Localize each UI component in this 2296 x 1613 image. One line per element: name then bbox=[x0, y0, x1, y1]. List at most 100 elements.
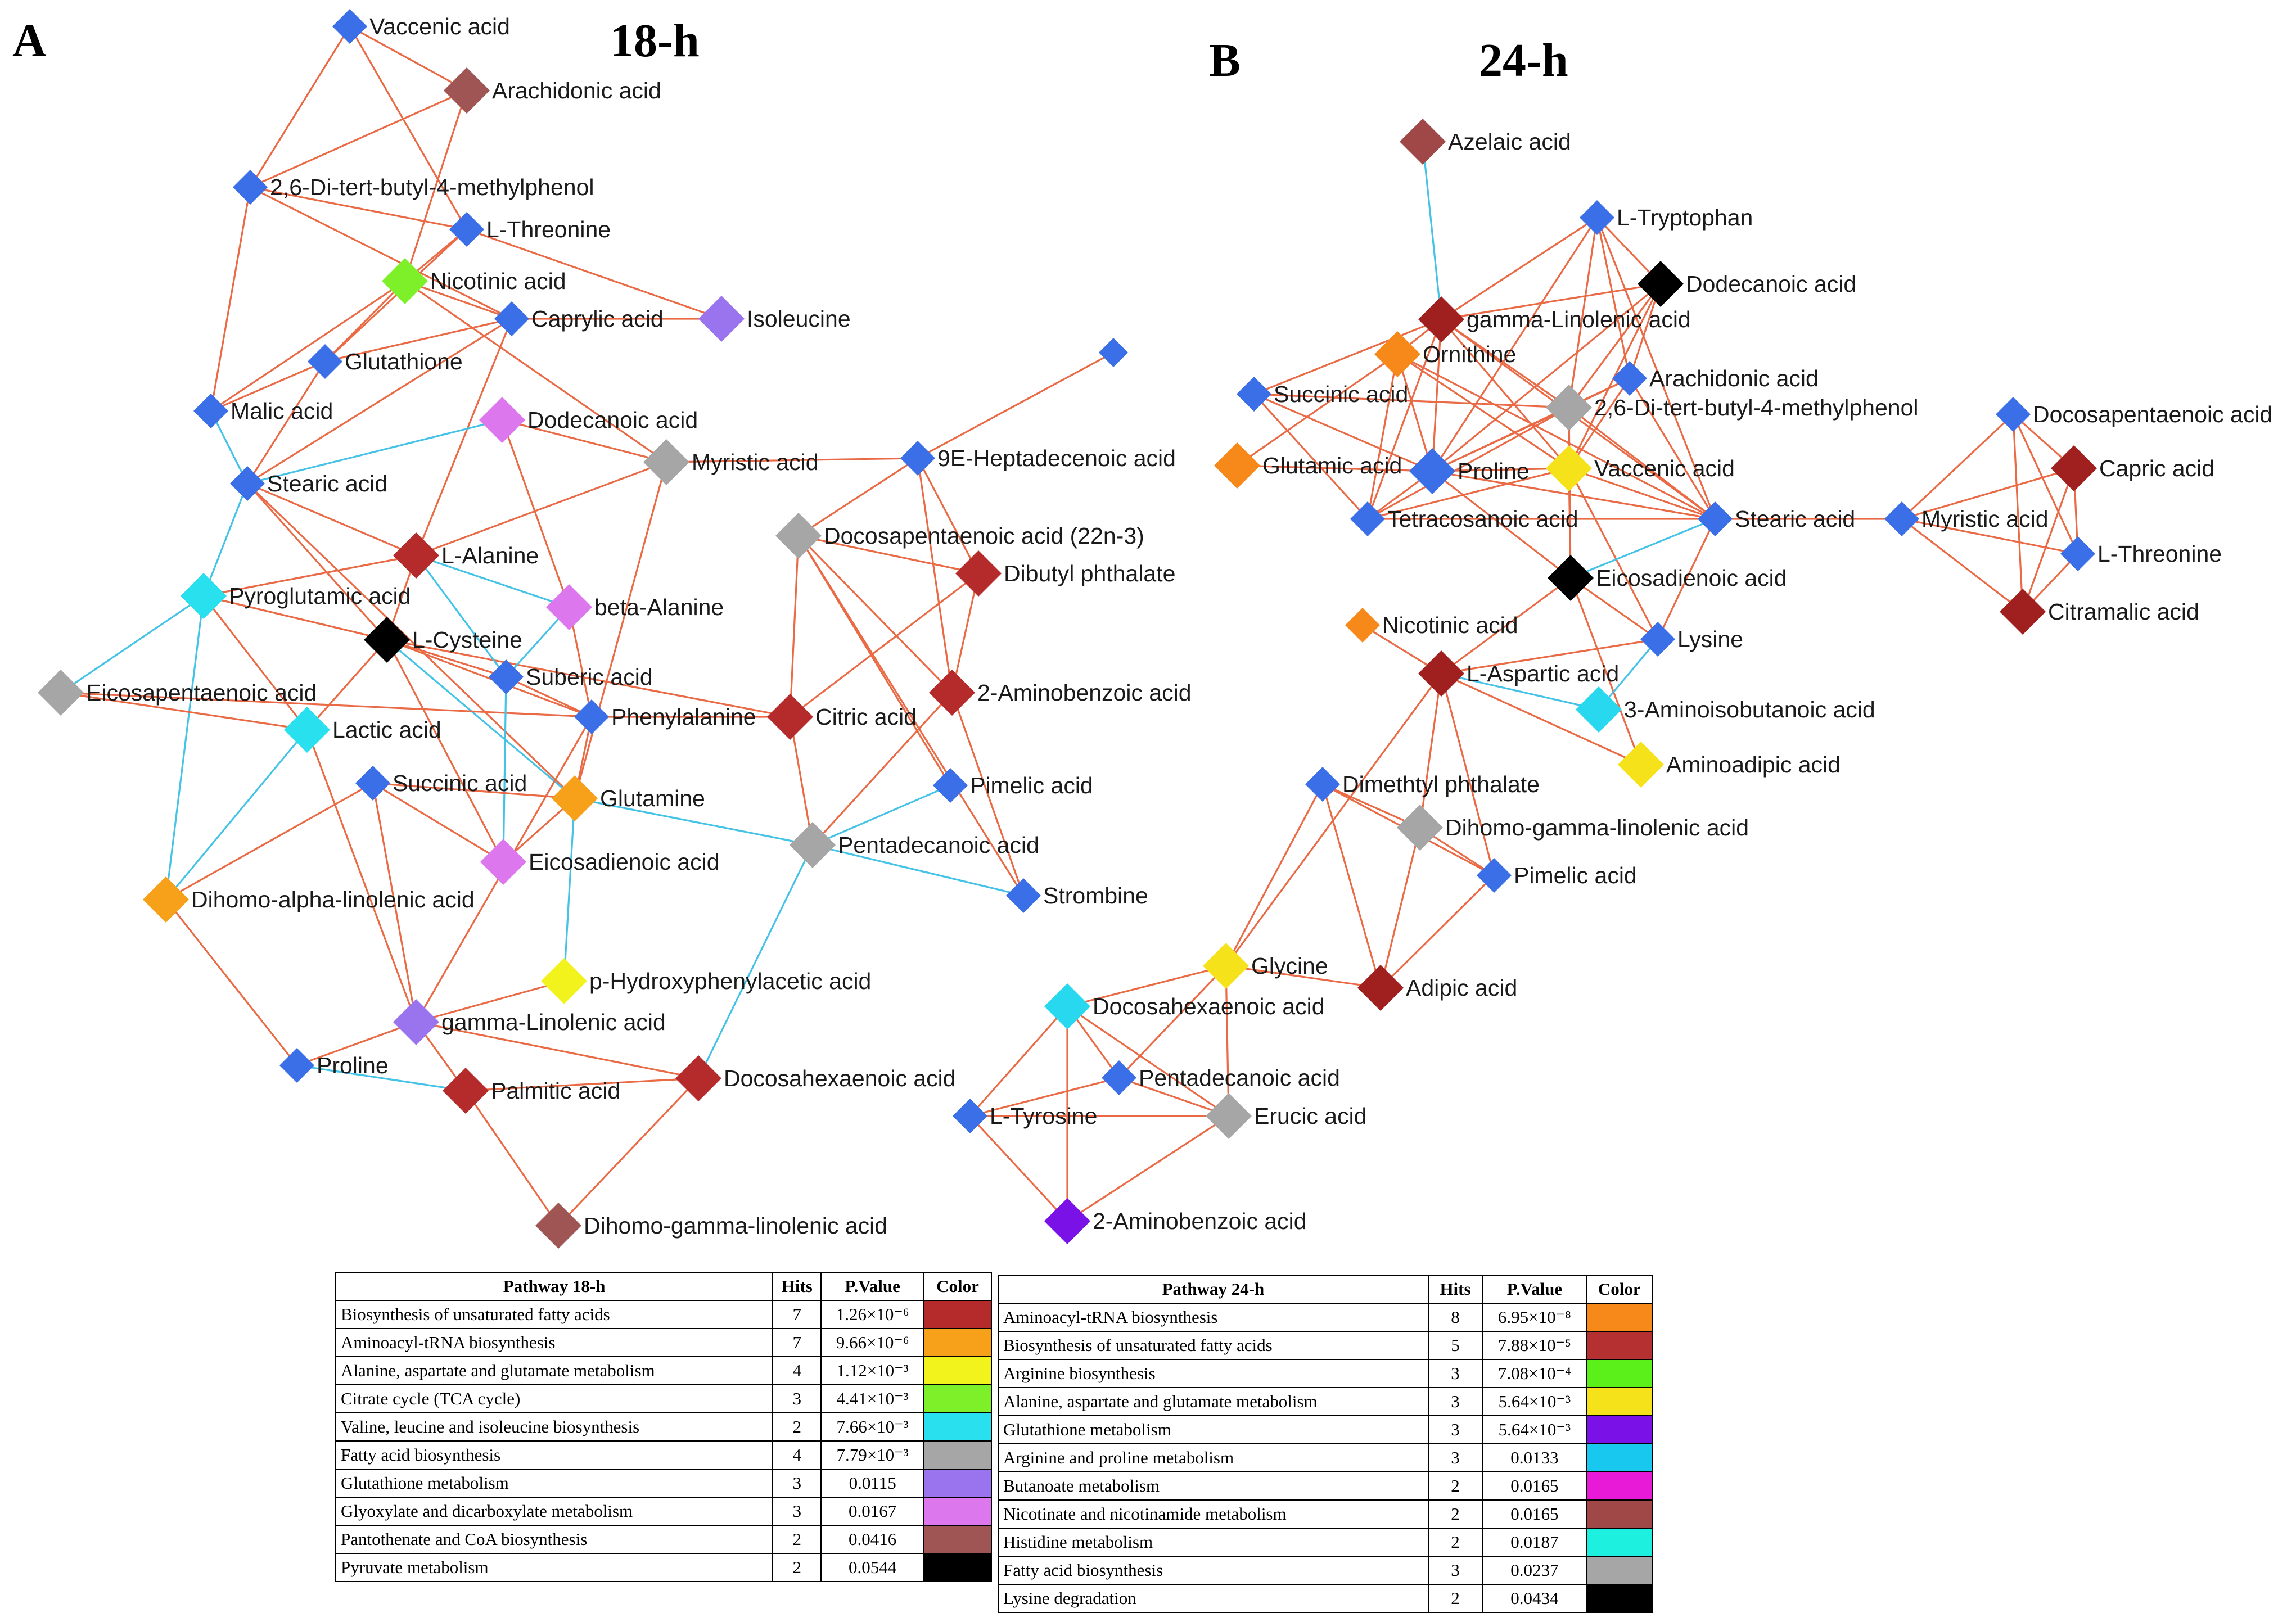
node-dihomo-gamma-linolenic-acid-18h[interactable]: Dihomo-gamma-linolenic acid bbox=[535, 1203, 887, 1249]
node-docosahexaenoic-acid-18h[interactable]: Docosahexaenoic acid bbox=[675, 1055, 956, 1101]
node-stearic-acid-24h[interactable]: Stearic acid bbox=[1698, 501, 1855, 536]
node-citric-acid-18h[interactable]: Citric acid bbox=[767, 694, 917, 740]
node-erucic-acid-24h[interactable]: Erucic acid bbox=[1206, 1093, 1367, 1139]
node-lactic-acid-18h[interactable]: Lactic acid bbox=[284, 707, 441, 753]
node-nicotinic-acid-24h[interactable]: Nicotinic acid bbox=[1345, 608, 1518, 643]
node-label: Eicosadienoic acid bbox=[1596, 565, 1787, 591]
node-gamma-linolenic-acid-18h[interactable]: gamma-Linolenic acid bbox=[393, 999, 666, 1045]
node-nicotinic-acid-18h[interactable]: Nicotinic acid bbox=[382, 258, 566, 304]
node-glutamic-acid-24h[interactable]: Glutamic acid bbox=[1214, 442, 1402, 489]
node-arachidonic-acid-24h[interactable]: Arachidonic acid bbox=[1612, 361, 1819, 396]
node-arachidonic-acid-18h[interactable]: Arachidonic acid bbox=[444, 67, 661, 114]
node-malic-acid-18h[interactable]: Malic acid bbox=[193, 394, 333, 428]
node-dodecanoic-acid-18h[interactable]: Dodecanoic acid bbox=[479, 397, 698, 443]
node-pimelic-acid-18h[interactable]: Pimelic acid bbox=[933, 768, 1093, 803]
node-diamond bbox=[1546, 385, 1592, 431]
node-diamond bbox=[1638, 261, 1684, 307]
node-diamond bbox=[955, 550, 1002, 597]
node-gamma-linolenic-acid-24h[interactable]: gamma-Linolenic acid bbox=[1418, 296, 1691, 342]
node-ornithine-24h[interactable]: Ornithine bbox=[1374, 331, 1516, 377]
edge-b_dmp-b_dgl bbox=[1322, 783, 1420, 829]
node-palmitic-acid-18h[interactable]: Palmitic acid bbox=[443, 1068, 620, 1114]
edge-a_cys-a_sub bbox=[386, 639, 507, 678]
node-vaccenic-acid-24h[interactable]: Vaccenic acid bbox=[1546, 445, 1735, 491]
node-diamond bbox=[284, 707, 330, 753]
node-label: beta-Alanine bbox=[594, 594, 724, 620]
node-docosapentaenoic-acid-24h[interactable]: Docosapentaenoic acid bbox=[1996, 397, 2272, 432]
node-l-alanine-18h[interactable]: L-Alanine bbox=[393, 532, 539, 579]
node-aminoadipic-acid-24h[interactable]: Aminoadipic acid bbox=[1618, 742, 1841, 788]
node-dihomo-gamma-linolenic-acid-24h[interactable]: Dihomo-gamma-linolenic acid bbox=[1397, 805, 1749, 851]
edge-b_myr-b_dpa bbox=[1901, 413, 2014, 520]
node-diamond bbox=[1418, 296, 1464, 342]
node-9e-heptadecenoic-acid-18h[interactable]: 9E-Heptadecenoic acid bbox=[900, 441, 1176, 476]
node-l-cysteine-18h[interactable]: L-Cysteine bbox=[364, 617, 522, 663]
node-tetracosanoic-acid-24h[interactable]: Tetracosanoic acid bbox=[1350, 501, 1578, 536]
node-eicosadienoic-acid-18h[interactable]: Eicosadienoic acid bbox=[480, 839, 720, 885]
node-l-aspartic-acid-24h[interactable]: L-Aspartic acid bbox=[1418, 650, 1619, 697]
color-swatch bbox=[1586, 1415, 1653, 1444]
node-l-threonine-24h[interactable]: L-Threonine bbox=[2060, 536, 2222, 571]
node-l-tyrosine-24h[interactable]: L-Tyrosine bbox=[953, 1099, 1097, 1133]
node-label: 3-Aminoisobutanoic acid bbox=[1624, 697, 1875, 722]
node-label: L-Tryptophan bbox=[1617, 205, 1753, 231]
node-stearic-acid-18h[interactable]: Stearic acid bbox=[230, 466, 387, 501]
node-isoleucine-18h[interactable]: Isoleucine bbox=[698, 296, 851, 342]
node-pentadecanoic-acid-18h[interactable]: Pentadecanoic acid bbox=[790, 822, 1039, 868]
node-p-hydroxyphenylacetic-acid-18h[interactable]: p-Hydroxyphenylacetic acid bbox=[541, 958, 871, 1004]
node-2-aminobenzoic-acid-18h[interactable]: 2-Aminobenzoic acid bbox=[929, 670, 1192, 716]
node-diamond bbox=[1618, 742, 1664, 788]
node-proline-24h[interactable]: Proline bbox=[1409, 448, 1530, 494]
node-pentadecanoic-acid-24h[interactable]: Pentadecanoic acid bbox=[1102, 1060, 1340, 1095]
node-3-aminoisobutanoic-acid-24h[interactable]: 3-Aminoisobutanoic acid bbox=[1576, 686, 1875, 733]
node-dimethtyl-phthalate-24h[interactable]: Dimethtyl phthalate bbox=[1305, 767, 1540, 802]
node-glutamine-18h[interactable]: Glutamine bbox=[552, 775, 705, 821]
node-label: Glutamic acid bbox=[1262, 453, 1402, 478]
node-dihomo-alpha-linolenic-acid-18h[interactable]: Dihomo-alpha-linolenic acid bbox=[143, 876, 475, 923]
node-pimelic-acid-24h[interactable]: Pimelic acid bbox=[1477, 858, 1637, 893]
node-docosahexaenoic-acid-24h[interactable]: Docosahexaenoic acid bbox=[1044, 983, 1325, 1029]
node-eicosapentaenoic-acid-18h[interactable]: Eicosapentaenoic acid bbox=[38, 670, 317, 716]
node-caprylic-acid-18h[interactable]: Caprylic acid bbox=[494, 301, 664, 336]
node-vaccenic-acid-18h[interactable]: Vaccenic acid bbox=[332, 9, 510, 44]
edge-a_mal-a_ste bbox=[210, 410, 249, 484]
edge-a_cit-a_penta bbox=[789, 716, 814, 846]
node-diamond bbox=[1576, 686, 1622, 733]
node-glycine-24h[interactable]: Glycine bbox=[1203, 943, 1328, 989]
node-citramalic-acid-24h[interactable]: Citramalic acid bbox=[2000, 589, 2199, 635]
node-label: 2,6-Di-tert-butyl-4-methylphenol bbox=[270, 174, 594, 200]
pathway-cell: Arginine and proline metabolism bbox=[998, 1443, 1429, 1472]
node-pyroglutamic-acid-18h[interactable]: Pyroglutamic acid bbox=[181, 573, 411, 619]
node-proline-18h[interactable]: Proline bbox=[279, 1048, 389, 1083]
node-l-threonine-18h[interactable]: L-Threonine bbox=[449, 212, 611, 247]
node-docosapentaenoic-acid-22n-3-18h[interactable]: Docosapentaenoic acid (22n-3) bbox=[775, 513, 1144, 559]
node-label: Pimelic acid bbox=[1514, 862, 1637, 888]
node-myristic-acid-24h[interactable]: Myristic acid bbox=[1884, 501, 2049, 536]
node-succinic-acid-18h[interactable]: Succinic acid bbox=[355, 766, 527, 801]
node-azelaic-acid-24h[interactable]: Azelaic acid bbox=[1400, 119, 1571, 165]
node-lysine-24h[interactable]: Lysine bbox=[1640, 622, 1743, 657]
node-eicosadienoic-acid-24h[interactable]: Eicosadienoic acid bbox=[1548, 555, 1787, 601]
node-suberic-acid-18h[interactable]: Suberic acid bbox=[489, 659, 653, 694]
node-l-tryptophan-24h[interactable]: L-Tryptophan bbox=[1580, 200, 1753, 235]
node-2-aminobenzoic-acid-24h[interactable]: 2-Aminobenzoic acid bbox=[1044, 1198, 1307, 1244]
node-strombine-18h[interactable]: Strombine bbox=[1006, 878, 1148, 913]
node-dibutyl-phthalate-18h[interactable]: Dibutyl phthalate bbox=[955, 550, 1175, 597]
node-adipic-acid-24h[interactable]: Adipic acid bbox=[1357, 965, 1517, 1011]
node-capric-acid-24h[interactable]: Capric acid bbox=[2051, 445, 2214, 491]
node-beta-alanine-18h[interactable]: beta-Alanine bbox=[546, 584, 724, 630]
color-swatch bbox=[1586, 1499, 1653, 1529]
pvalue-cell: 0.0237 bbox=[1482, 1556, 1587, 1585]
edges-layer bbox=[60, 25, 2079, 1227]
node-dodecanoic-acid-24h[interactable]: Dodecanoic acid bbox=[1638, 261, 1856, 307]
node-unlabeled-18h[interactable] bbox=[1099, 338, 1128, 367]
node-2-6-di-tert-butyl-4-methylphenol-24h[interactable]: 2,6-Di-tert-butyl-4-methylphenol bbox=[1546, 385, 1919, 431]
node-phenylalanine-18h[interactable]: Phenylalanine bbox=[574, 699, 756, 734]
node-glutathione-18h[interactable]: Glutathione bbox=[308, 344, 463, 379]
node-2-6-di-tert-butyl-4-methylphenol-18h[interactable]: 2,6-Di-tert-butyl-4-methylphenol bbox=[233, 170, 594, 205]
node-succinic-acid-24h[interactable]: Succinic acid bbox=[1237, 377, 1408, 412]
node-myristic-acid-18h[interactable]: Myristic acid bbox=[643, 439, 819, 485]
edge-a_cys-a_gln bbox=[386, 639, 576, 799]
color-swatch bbox=[923, 1384, 993, 1413]
